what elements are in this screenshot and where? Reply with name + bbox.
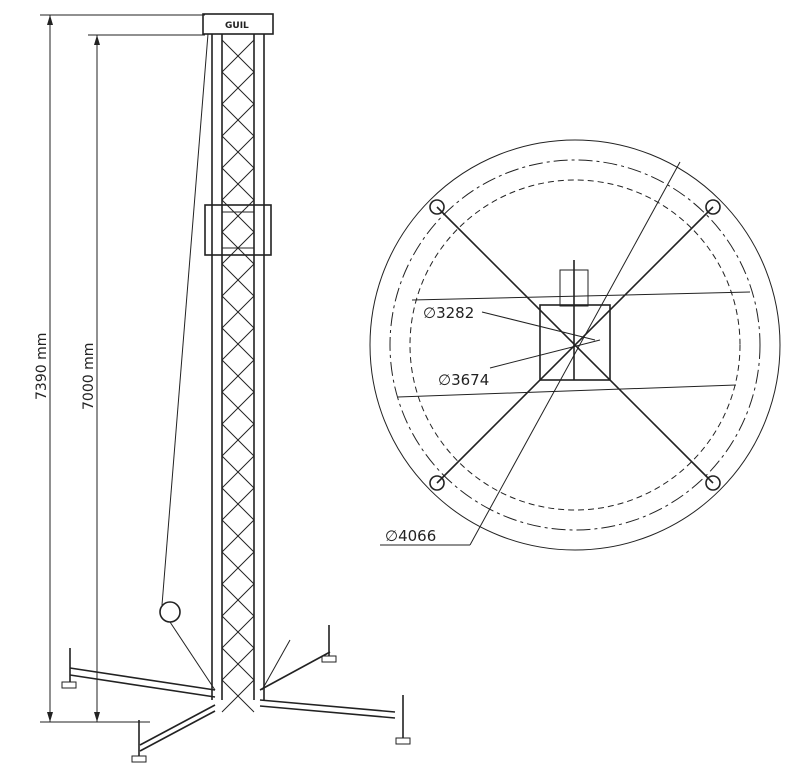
truss-brace (221, 679, 255, 713)
truss-brace (221, 167, 255, 201)
truss-brace (221, 71, 255, 105)
truss-brace (221, 103, 255, 137)
outer-diameter-label: ∅4066 (385, 527, 436, 545)
truss-brace (221, 295, 255, 329)
working-height-label: 7000 mm (81, 343, 97, 410)
truss-brace (221, 615, 255, 649)
truss-brace (221, 519, 255, 553)
truss-brace (221, 359, 255, 393)
middle-diameter-label: ∅3674 (438, 371, 489, 389)
truss-brace (221, 135, 255, 169)
truss-brace (221, 263, 255, 297)
total-height-label: 7390 mm (34, 333, 50, 400)
tower-side-view: GUIL (61, 13, 411, 763)
truss-brace (221, 423, 255, 457)
truss-brace (221, 39, 255, 73)
truss-brace (221, 487, 255, 521)
guil-logo: GUIL (225, 21, 249, 31)
truss-brace (221, 551, 255, 585)
dimension-total-height: 7390 mm (34, 14, 205, 723)
tower-top-view: ∅3282 ∅3674 ∅4066 (369, 139, 781, 551)
truss-brace (221, 583, 255, 617)
dimension-working-height: 7000 mm (81, 34, 205, 722)
truss-brace (221, 327, 255, 361)
truss-brace (221, 647, 255, 681)
inner-diameter-label: ∅3282 (423, 304, 474, 322)
truss-brace (221, 455, 255, 489)
truss-brace (221, 391, 255, 425)
